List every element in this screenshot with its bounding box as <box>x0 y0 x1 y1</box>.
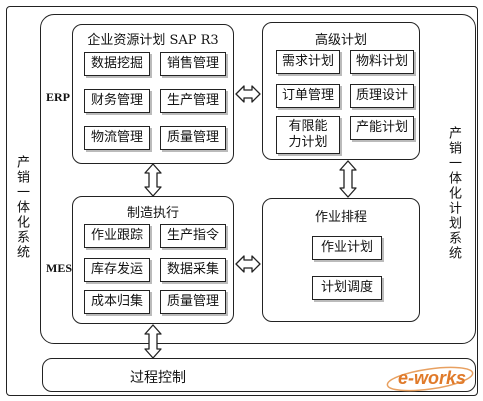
mes-box-data-collection: 数据采集 <box>160 258 226 282</box>
adv-box-material: 物料计划 <box>350 50 414 74</box>
sched-box-dispatch: 计划调度 <box>312 276 382 300</box>
adv-box-demand: 需求计划 <box>276 50 340 74</box>
eworks-watermark-logo: e-works <box>384 362 476 392</box>
mes-box-production-order: 生产指令 <box>160 224 226 248</box>
erp-box-quality: 质量管理 <box>160 126 226 150</box>
adv-box-capacity: 产能计划 <box>350 116 414 140</box>
erp-advanced-arrow <box>235 85 261 103</box>
scheduling-panel <box>262 198 420 322</box>
adv-box-order: 订单管理 <box>276 84 340 108</box>
erp-box-production: 生产管理 <box>160 89 226 113</box>
erp-box-data-mining: 数据挖掘 <box>84 52 150 76</box>
svg-text:e-works: e-works <box>398 368 466 388</box>
erp-mes-arrow <box>144 163 162 197</box>
mes-box-cost: 成本归集 <box>84 290 150 314</box>
erp-label: ERP <box>46 90 70 104</box>
mes-scheduling-arrow <box>235 255 261 273</box>
mes-label: MES <box>46 261 73 275</box>
erp-title: 企业资源计划 SAP R3 <box>87 33 219 48</box>
erp-box-finance: 财务管理 <box>84 89 150 113</box>
mes-process-arrow <box>144 324 162 359</box>
erp-box-logistics: 物流管理 <box>84 126 150 150</box>
scheduling-title: 作业排程 <box>314 210 367 225</box>
sched-box-job-plan: 作业计划 <box>312 236 382 260</box>
erp-box-sales: 销售管理 <box>160 52 226 76</box>
mes-box-job-tracking: 作业跟踪 <box>84 224 150 248</box>
adv-box-finite-capacity: 有限能力计划 <box>276 116 340 154</box>
mes-title: 制造执行 <box>126 206 179 221</box>
right-system-label: 产销一体化计划系统 <box>446 126 461 261</box>
left-system-label: 产销一体化系统 <box>14 155 29 260</box>
mes-box-inventory: 库存发运 <box>84 258 150 282</box>
advanced-planning-title: 高级计划 <box>314 33 367 48</box>
process-control-label: 过程控制 <box>130 370 186 386</box>
advanced-scheduling-arrow <box>339 160 357 198</box>
adv-box-design: 质理设计 <box>350 84 414 108</box>
mes-box-quality: 质量管理 <box>160 290 226 314</box>
